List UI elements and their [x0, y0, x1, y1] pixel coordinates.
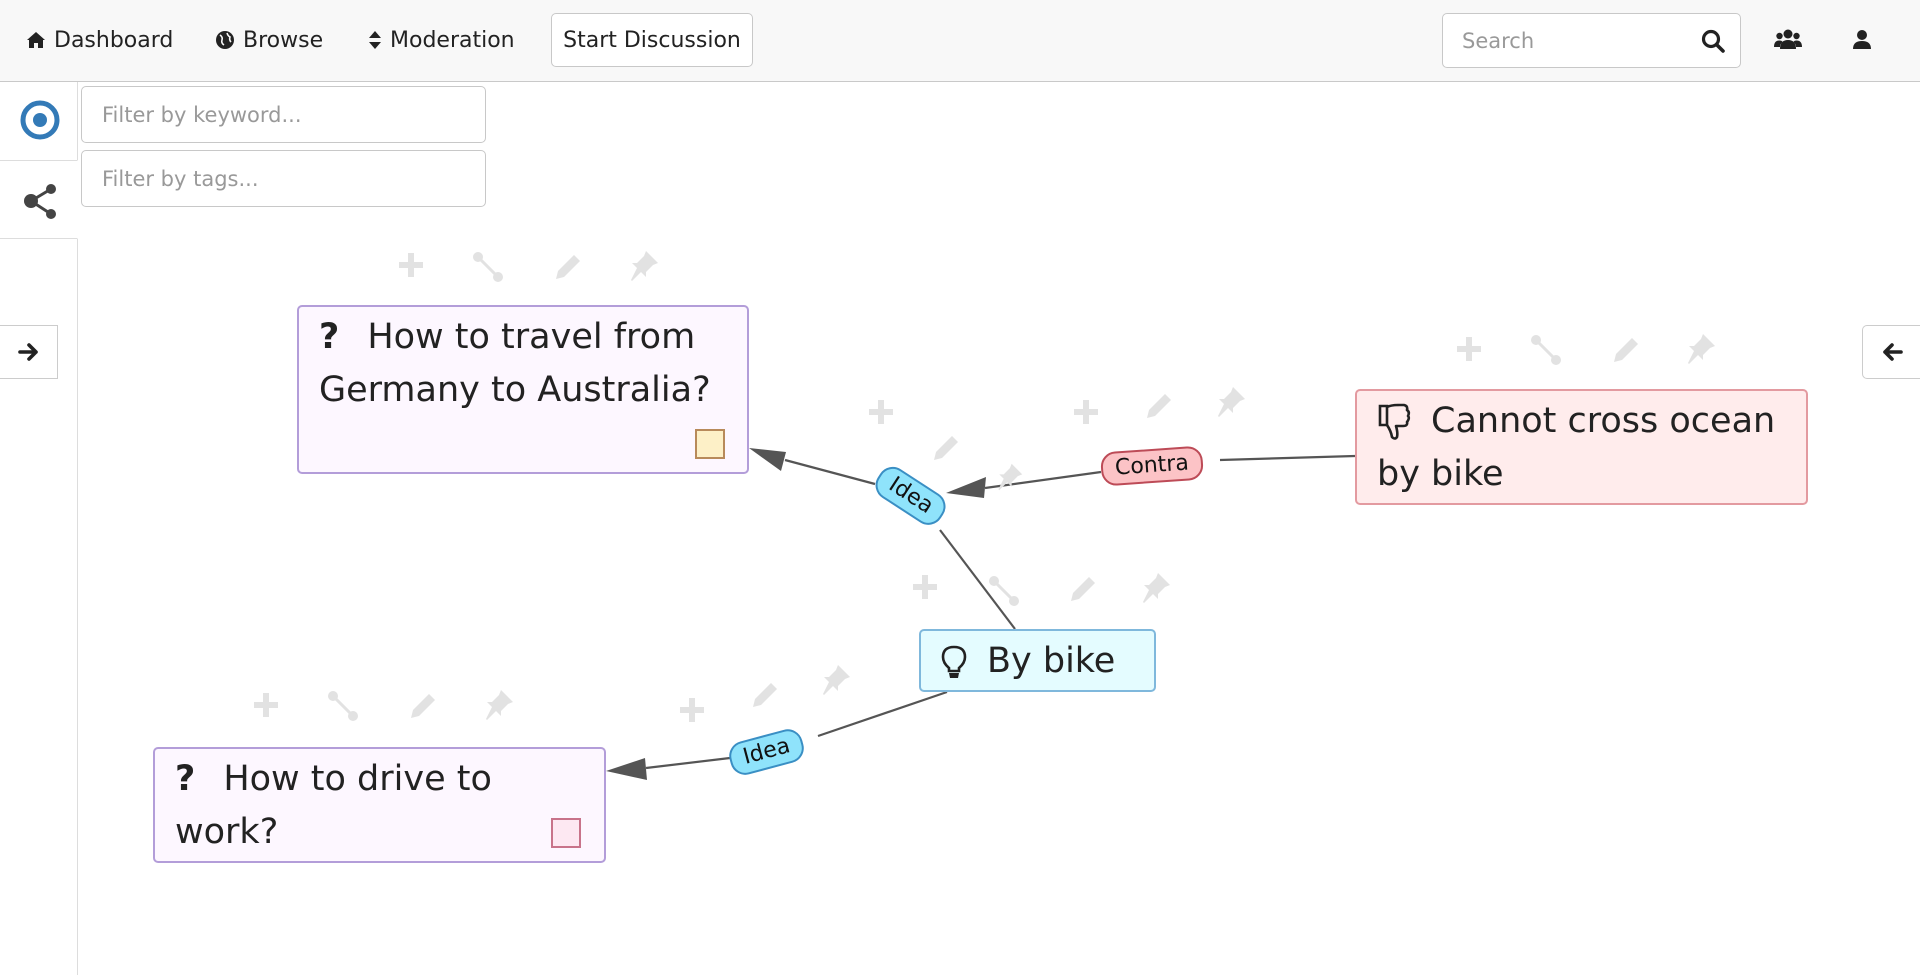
edge-idea-to-q1 [784, 458, 876, 486]
pin-icon[interactable] [1138, 571, 1172, 609]
users-icon[interactable] [1774, 28, 1802, 52]
connect-icon[interactable] [1530, 334, 1562, 370]
question-icon: ? [319, 317, 340, 357]
nav-browse-label: Browse [243, 27, 324, 53]
node-question-drive-text: How to drive to work? [175, 759, 492, 852]
expand-left-button[interactable] [0, 325, 58, 379]
user-icon[interactable] [1852, 28, 1872, 52]
pin-icon[interactable] [818, 663, 852, 701]
edge-contra-line-b [984, 470, 1102, 490]
pin-icon[interactable] [626, 249, 660, 287]
pencil-icon[interactable] [1143, 390, 1175, 426]
pencil-icon[interactable] [749, 679, 781, 715]
edge-bike-to-q2-a [817, 690, 948, 738]
plus-icon[interactable] [1454, 334, 1484, 368]
pin-icon[interactable] [1683, 332, 1717, 370]
plus-icon[interactable] [910, 572, 940, 606]
filter-keyword-input[interactable] [82, 87, 485, 142]
start-discussion-button[interactable]: Start Discussion [551, 13, 753, 67]
plus-icon[interactable] [866, 397, 896, 431]
edge-contra-line-a [1219, 454, 1356, 462]
search-input[interactable] [1443, 14, 1702, 67]
node-question-travel[interactable]: ?How to travel from Germany to Australia… [297, 305, 749, 474]
node-marker [551, 818, 581, 848]
thumbs-down-icon [1378, 403, 1411, 440]
nav-dashboard[interactable]: Dashboard [26, 24, 173, 56]
edge-bike-to-q2-b [645, 756, 731, 770]
arrow-left-icon [1882, 343, 1903, 361]
left-sidebar [0, 82, 78, 975]
question-icon: ? [175, 759, 196, 799]
arrowhead-q1 [749, 448, 786, 471]
connect-icon[interactable] [988, 575, 1020, 611]
node-question-travel-text: How to travel from Germany to Australia? [319, 317, 711, 410]
filter-tags-box [81, 150, 486, 207]
tab-graph[interactable] [0, 160, 78, 239]
pin-icon[interactable] [481, 688, 515, 726]
edge-idea-to-bike [939, 529, 1016, 630]
pencil-icon[interactable] [930, 432, 962, 468]
connect-icon[interactable] [472, 251, 504, 287]
pencil-icon[interactable] [552, 251, 584, 287]
search-box [1442, 13, 1741, 68]
connect-icon[interactable] [327, 690, 359, 726]
plus-icon[interactable] [251, 690, 281, 724]
node-idea-bike[interactable]: By bike [919, 629, 1156, 692]
pencil-icon[interactable] [1067, 573, 1099, 609]
node-idea-bike-text: By bike [987, 641, 1116, 681]
filter-keyword-box [81, 86, 486, 143]
node-contra-ocean-text: Cannot cross ocean by bike [1377, 401, 1776, 494]
sort-icon [369, 31, 381, 49]
arrow-right-icon [17, 343, 38, 361]
filter-tags-input[interactable] [82, 151, 485, 206]
pin-icon[interactable] [994, 462, 1024, 496]
expand-right-button[interactable] [1862, 325, 1920, 379]
nav-dashboard-label: Dashboard [54, 27, 174, 53]
home-icon [27, 32, 45, 48]
pencil-icon[interactable] [407, 690, 439, 726]
navbar: Dashboard Browse Moderation Start Discus… [0, 0, 1920, 82]
search-icon[interactable] [1700, 28, 1726, 54]
node-question-drive[interactable]: ?How to drive to work? [153, 747, 606, 863]
share-graph-icon [24, 184, 56, 219]
nav-moderation-label: Moderation [390, 27, 515, 53]
target-icon [20, 100, 60, 140]
pencil-icon[interactable] [1610, 334, 1642, 370]
arrowhead-q2 [606, 758, 647, 780]
plus-icon[interactable] [1071, 397, 1101, 431]
tab-focus[interactable] [0, 82, 77, 160]
node-contra-ocean[interactable]: Cannot cross ocean by bike [1355, 389, 1808, 505]
nav-moderation[interactable]: Moderation [368, 24, 515, 56]
globe-icon [216, 31, 234, 49]
node-marker [695, 429, 725, 459]
plus-icon[interactable] [677, 695, 707, 729]
edge-badge-contra[interactable]: Contra [1099, 445, 1204, 487]
nav-browse[interactable]: Browse [215, 24, 323, 56]
plus-icon[interactable] [396, 250, 426, 284]
lightbulb-icon [941, 645, 967, 678]
arrowhead-contra [946, 477, 986, 498]
pin-icon[interactable] [1213, 385, 1247, 423]
